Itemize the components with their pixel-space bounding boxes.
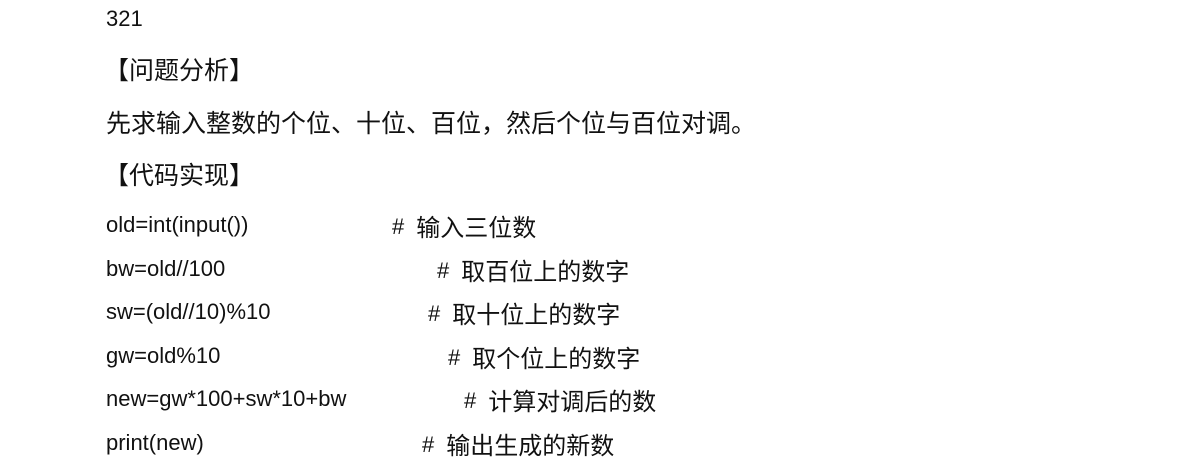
comment-hash: # <box>464 388 477 413</box>
code-line: old=int(input()) # 输入三位数 <box>106 208 806 242</box>
code-line: new=gw*100+sw*10+bw # 计算对调后的数 <box>106 382 806 416</box>
comment-text: 取个位上的数字 <box>472 345 641 373</box>
comment-hash: # <box>448 345 461 370</box>
code-text: gw=old%10 <box>106 343 221 368</box>
comment-text: 输入三位数 <box>416 214 537 242</box>
code-heading: 【代码实现】 <box>104 161 255 190</box>
code-text: bw=old//100 <box>106 256 226 281</box>
code-comment: # 计算对调后的数 <box>464 382 656 417</box>
code-comment: # 输出生成的新数 <box>422 426 614 461</box>
comment-text: 输出生成的新数 <box>446 432 615 460</box>
code-line: gw=old%10 # 取个位上的数字 <box>106 339 806 373</box>
analysis-heading: 【问题分析】 <box>104 56 255 85</box>
comment-hash: # <box>422 432 435 457</box>
comment-text: 取十位上的数字 <box>452 301 621 329</box>
comment-text: 取百位上的数字 <box>461 258 630 286</box>
output-value: 321 <box>106 6 143 31</box>
code-text: old=int(input()) <box>106 212 249 237</box>
code-text: sw=(old//10)%10 <box>106 299 271 324</box>
comment-text: 计算对调后的数 <box>488 388 657 416</box>
code-line: sw=(old//10)%10 # 取十位上的数字 <box>106 295 806 329</box>
comment-hash: # <box>392 214 405 239</box>
code-comment: # 取个位上的数字 <box>448 339 640 374</box>
comment-hash: # <box>428 301 441 326</box>
code-comment: # 取百位上的数字 <box>437 252 629 287</box>
analysis-text: 先求输入整数的个位、十位、百位，然后个位与百位对调。 <box>106 109 757 138</box>
comment-hash: # <box>437 258 450 283</box>
code-comment: # 取十位上的数字 <box>428 295 620 330</box>
code-line: bw=old//100 # 取百位上的数字 <box>106 252 806 286</box>
code-text: print(new) <box>106 430 204 455</box>
code-line: print(new) # 输出生成的新数 <box>106 426 806 460</box>
code-comment: # 输入三位数 <box>392 208 536 243</box>
code-text: new=gw*100+sw*10+bw <box>106 386 347 411</box>
